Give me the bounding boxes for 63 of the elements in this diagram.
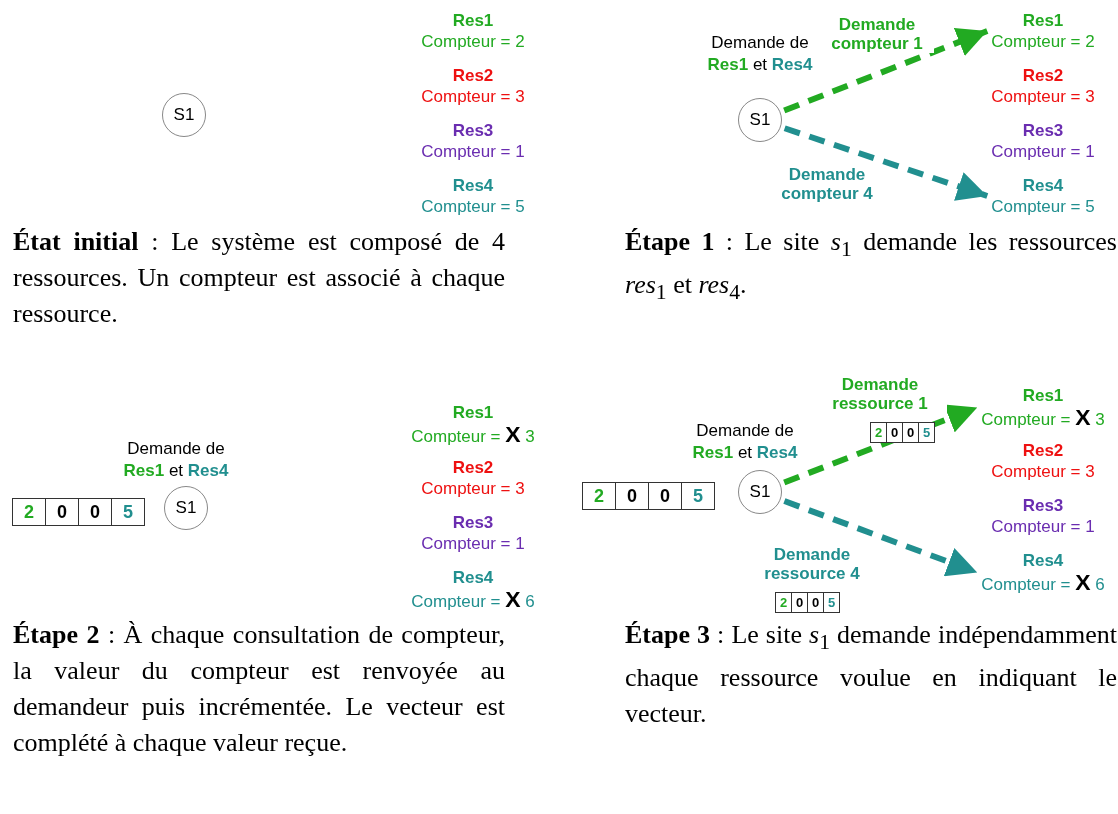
resource-name: Res4 [1022,175,1064,196]
counter-text: Compteur = 2 [421,31,525,52]
caption-text: Étape 1 : Le site s$_{1}$ demande les ressources res$_{1}$ et res$_{4}$. [625,226,1117,307]
resource-name: Res4 [452,567,494,588]
counter-text: Compteur = 3 [991,86,1095,107]
vector-cell: 0 [791,593,807,612]
resource-name: Res1 [1022,385,1064,406]
resource-name: Res3 [452,120,494,141]
resource-name: Res1 [452,10,494,31]
request-text: Demande de Res1 et Res4 [706,32,814,76]
resource-name: Res3 [1022,495,1064,516]
vector-cell: 5 [111,499,144,525]
arrow [783,404,979,486]
vector-cell: 5 [918,423,934,442]
site-circle: S1 [738,470,782,514]
caption-text: État initial : Le système est composé de 4 ressources. Un compteur est associé à chaque ressource. [13,226,505,330]
caption-text: Étape 2 : À chaque consultation de compteur, la valeur du compteur est renvoyée au demandeur puis incrémentée. Le vecteur est complété à chaque valeur reçue. [13,619,505,759]
vector-cell: 0 [902,423,918,442]
site-circle: S1 [738,98,782,142]
resource-name: Res1 [1022,10,1064,31]
vector-cell-text: 2 [593,485,605,508]
request-text: Demande de Res1 et Res4 [122,438,230,482]
counter-text: Compteur = 1 [991,141,1095,162]
counter-text: Compteur = 5 [421,196,525,217]
resource-name: Res2 [452,457,494,478]
vector-cell: 0 [807,593,823,612]
counter-text: Compteur = X 3 [981,406,1105,430]
counter-text: Compteur = 1 [421,141,525,162]
counter-text: Compteur = 3 [421,478,525,499]
vector-cell-text: 2 [778,594,789,612]
resource-name: Res3 [452,512,494,533]
resource-name: Res4 [452,175,494,196]
counter-text: Compteur = X 3 [411,423,535,447]
vector-cell-text: 2 [873,424,884,442]
counter-text: Compteur = 3 [991,461,1095,482]
counter-text: Compteur = X 6 [981,571,1105,595]
resource-name: Res4 [1022,550,1064,571]
vector-cell: 0 [615,483,648,509]
counter-text: Compteur = 5 [991,196,1095,217]
vector-cell: 0 [886,423,902,442]
arrow [783,27,989,114]
vector-cell: 0 [45,499,78,525]
site-circle: S1 [162,93,206,137]
arrow [783,498,979,577]
counter-text: Compteur = 3 [421,86,525,107]
resource-name: Res2 [1022,440,1064,461]
counter-text: Compteur = 1 [991,516,1095,537]
vector-cell: 5 [823,593,839,612]
vector-cell: 0 [78,499,111,525]
counter-text: Compteur = 2 [991,31,1095,52]
caption-text: Étape 3 : Le site s$_{1}$ demande indépendamment chaque ressource voulue en indiquant le vecteur. [625,619,1117,731]
resource-name: Res1 [452,402,494,423]
resource-name: Res3 [1022,120,1064,141]
counter-text: Compteur = X 6 [411,588,535,612]
resource-name: Res2 [1022,65,1064,86]
vector-cell-text: 2 [23,501,35,524]
resource-name: Res2 [452,65,494,86]
request-text: Demande de Res1 et Res4 [691,420,799,464]
vector-cell: 5 [681,483,714,509]
site-circle: S1 [164,486,208,530]
counter-text: Compteur = 1 [421,533,525,554]
arrow [783,125,989,201]
vector-cell: 0 [648,483,681,509]
